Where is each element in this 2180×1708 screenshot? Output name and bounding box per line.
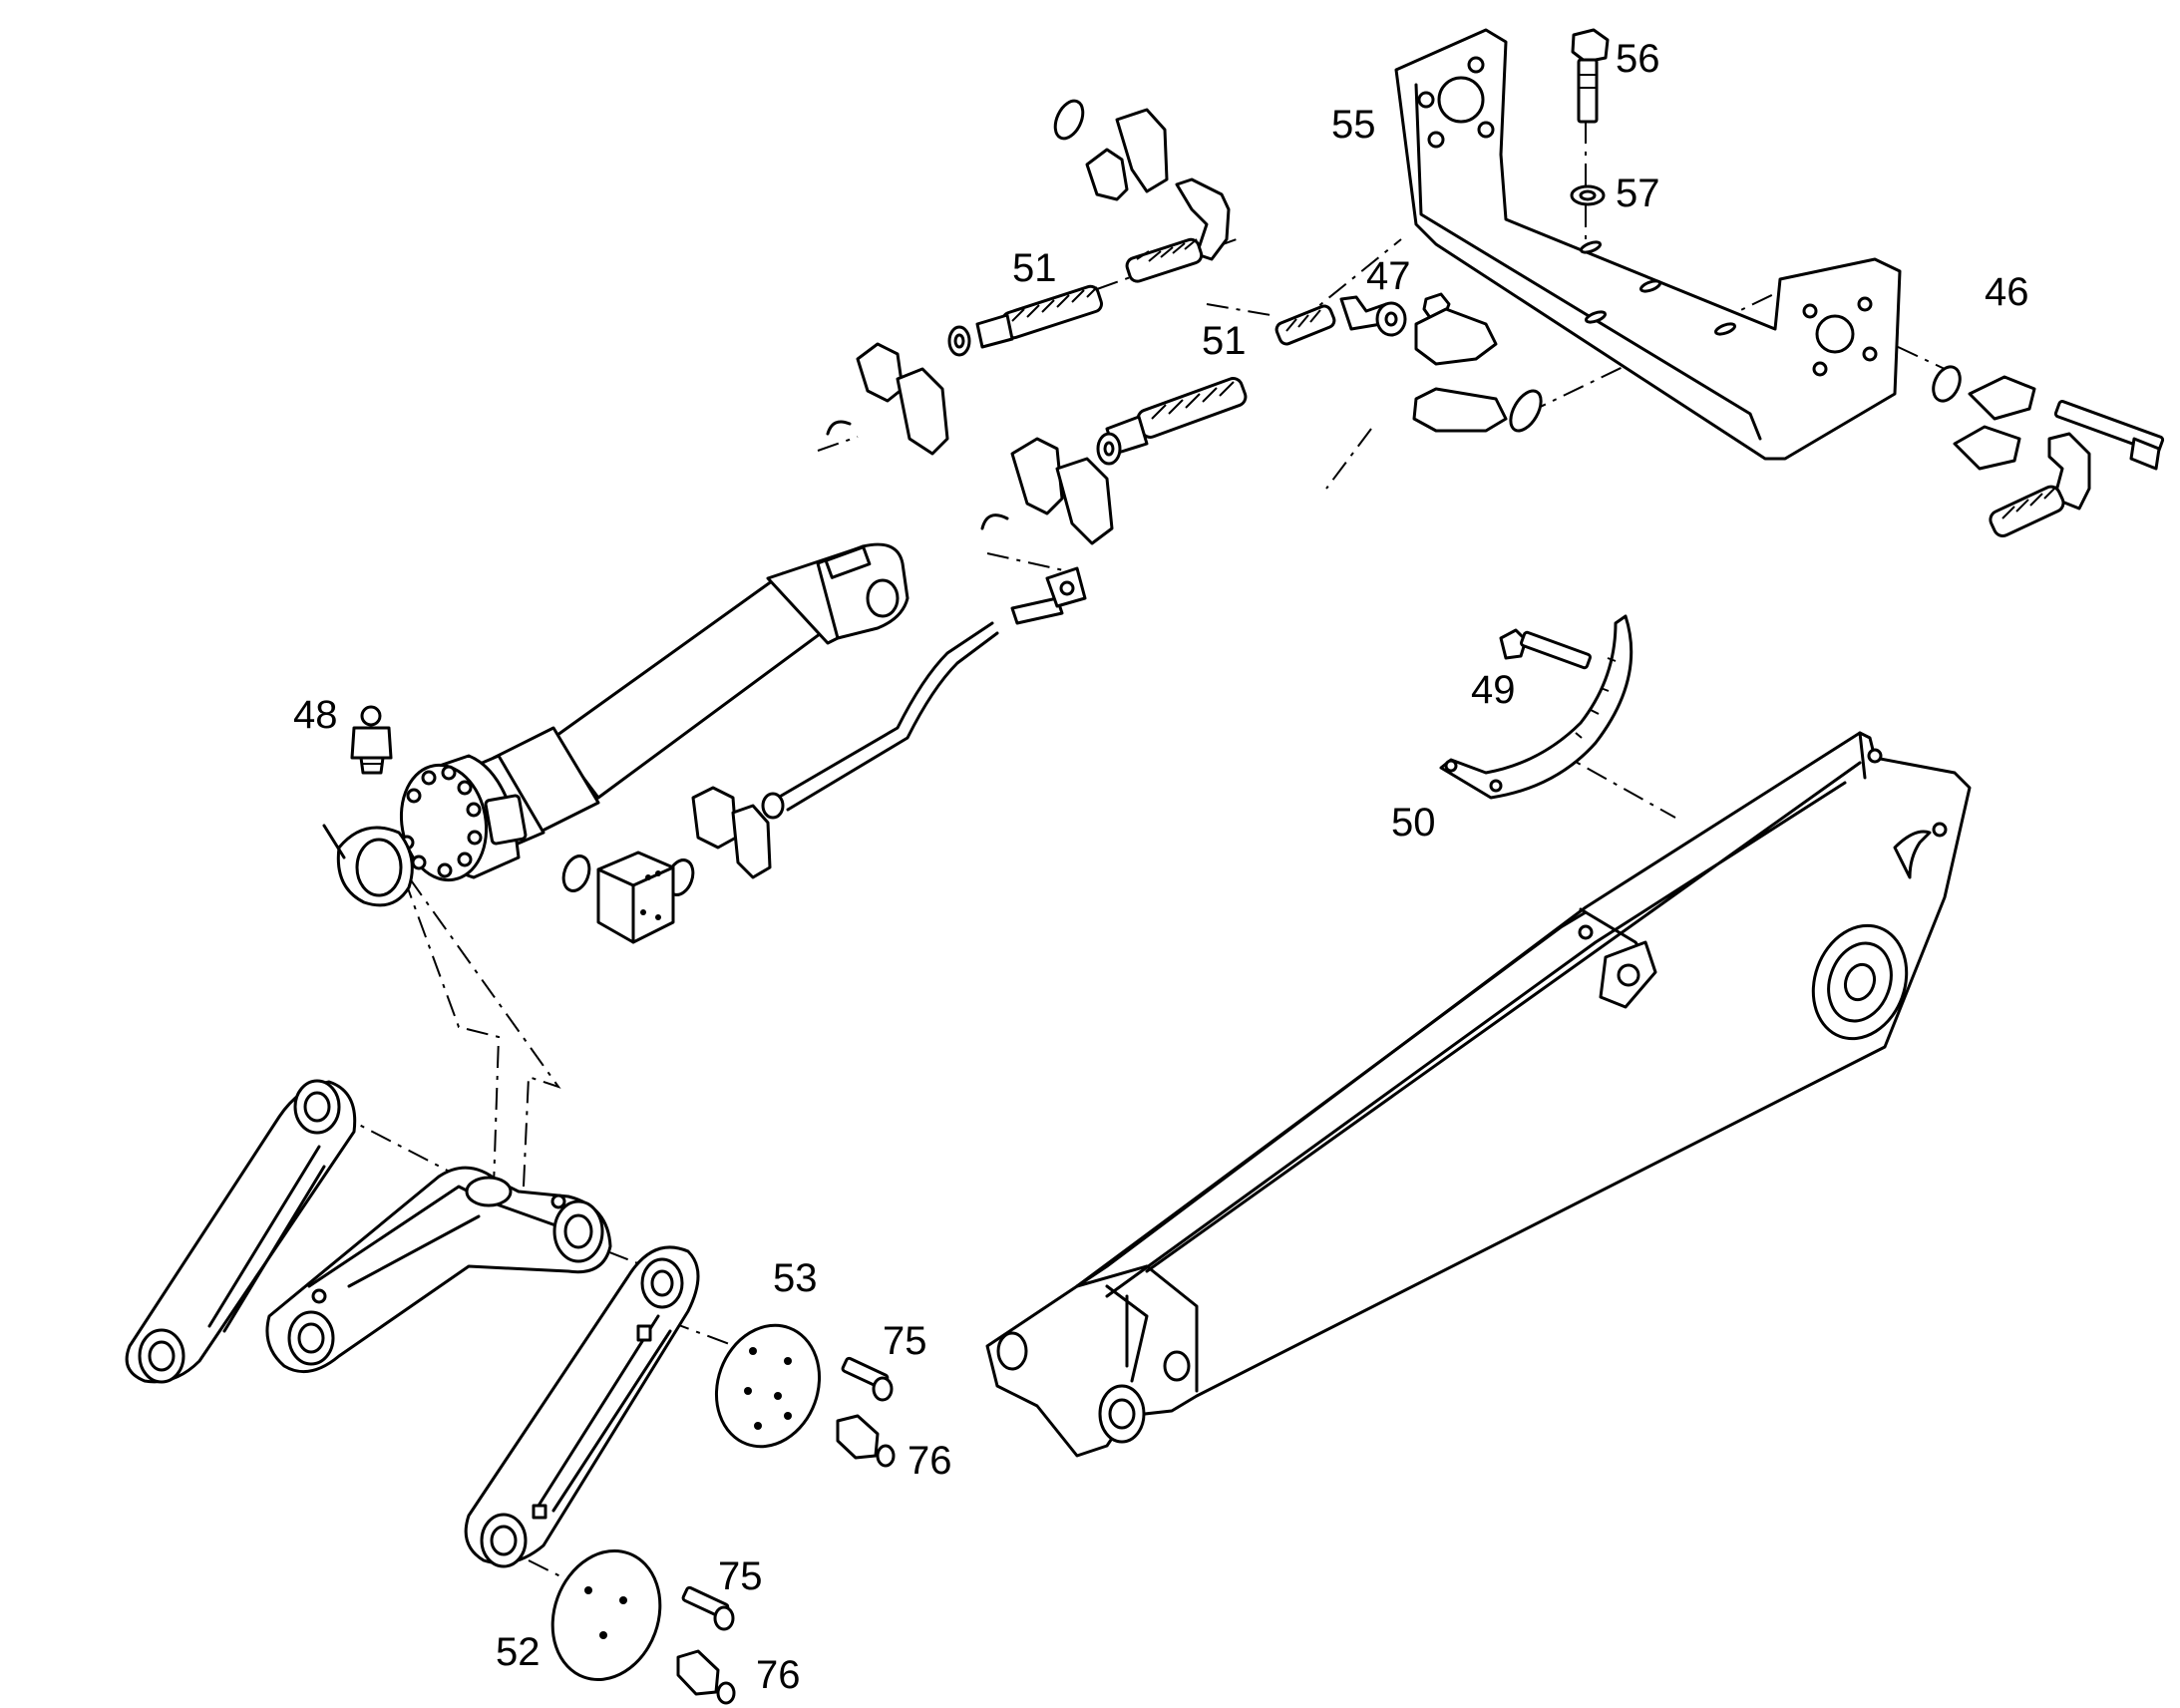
link-arm-left (125, 1079, 357, 1384)
callout-76-upper: 76 (908, 1439, 952, 1483)
mounting-bracket (1394, 28, 1902, 461)
hydraulic-cylinder (322, 542, 909, 907)
callout-52: 52 (496, 1630, 541, 1674)
callout-50: 50 (1391, 801, 1436, 845)
bolt-75-lower (681, 1585, 735, 1631)
callout-48: 48 (293, 693, 338, 737)
callout-75-upper: 75 (883, 1319, 927, 1363)
callout-49: 49 (1471, 668, 1516, 712)
washer-57 (1570, 184, 1606, 206)
hose-assembly-right (1932, 365, 2165, 537)
cover-plate-53 (714, 1323, 822, 1449)
boom-arm (985, 731, 1972, 1458)
callout-57: 57 (1616, 171, 1660, 215)
bolt-49 (1499, 628, 1592, 670)
callout-53: 53 (773, 1256, 818, 1300)
callout-51-lower: 51 (1202, 319, 1247, 363)
link-arm-right (464, 1245, 700, 1568)
callout-46: 46 (1985, 270, 2029, 314)
callout-labels: 46 47 48 49 50 51 51 52 53 55 56 57 75 7… (293, 37, 2029, 1697)
hose-assembly-upper (826, 99, 1231, 456)
grease-nipple-48 (350, 705, 393, 775)
cover-plate-52 (550, 1548, 662, 1682)
callout-47: 47 (1366, 254, 1411, 298)
link-rocker-center (265, 1166, 612, 1374)
callout-56: 56 (1616, 37, 1660, 81)
callout-76-lower: 76 (756, 1653, 801, 1697)
pipe-line-lower (561, 566, 1087, 944)
bolt-56 (1571, 28, 1610, 124)
callout-51-upper: 51 (1012, 246, 1057, 290)
callout-55: 55 (1331, 103, 1376, 147)
bolt-75-upper (841, 1356, 894, 1402)
strap-50 (1439, 614, 1634, 800)
grease-nipple-76-lower (676, 1649, 736, 1705)
callout-75-lower: 75 (718, 1554, 763, 1598)
grease-nipple-76-upper (836, 1414, 896, 1468)
hose-assembly-middle (980, 292, 1543, 545)
